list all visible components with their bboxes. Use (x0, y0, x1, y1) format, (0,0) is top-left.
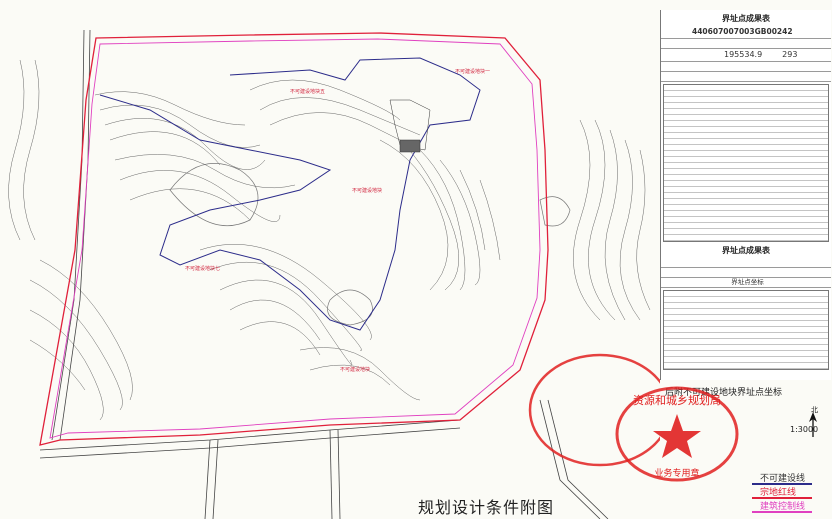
legend-label: 不可建设线 (760, 474, 806, 484)
official-seal: 资源和城乡规划局 业务专用章 (615, 386, 739, 482)
table-row (664, 199, 828, 205)
legend-swatch (752, 497, 812, 499)
table-row (664, 157, 828, 163)
table-row (664, 121, 828, 127)
table-row (664, 345, 828, 351)
table-row (664, 163, 828, 169)
no-build-line (99, 57, 481, 331)
seal-text: 资源和城乡规划局 (633, 393, 721, 407)
table-row (664, 181, 828, 187)
table-row (664, 327, 828, 333)
table-row (664, 297, 828, 303)
parcel-label-5: 不可建设地块五 (290, 89, 326, 95)
north-arrow-icon (809, 412, 817, 437)
area-value: 195534.9 (724, 50, 763, 59)
table-row (664, 85, 828, 91)
table-row (664, 175, 828, 181)
table-row (664, 211, 828, 217)
table-row (664, 139, 828, 145)
area-tail: 293 (782, 50, 798, 59)
table-row (664, 151, 828, 157)
area-row: 195534.9 293 (661, 49, 831, 62)
table-row (664, 309, 828, 315)
owner-row (661, 39, 831, 49)
building-control-line (49, 38, 541, 439)
coordinate-grid-2 (663, 290, 829, 370)
seal-subtext: 业务专用章 (654, 467, 699, 479)
table-row (664, 133, 828, 139)
table-row (664, 145, 828, 151)
parcel-red-line (39, 32, 549, 446)
table-row (664, 109, 828, 115)
legend-label: 宗地红线 (760, 488, 797, 498)
table-row (664, 357, 828, 363)
info-row (661, 72, 831, 82)
table-row (664, 217, 828, 223)
north-label: 北 (811, 406, 818, 414)
legend-swatch (752, 511, 812, 513)
table-row (664, 115, 828, 121)
coordinate-note: 后附不可建设地块界址点坐标 (665, 388, 783, 398)
table-row (664, 169, 828, 175)
topographic-map (8, 29, 660, 519)
seal-ring (528, 353, 660, 467)
map-caption: 规划设计条件附图 (418, 498, 555, 517)
table-row (664, 351, 828, 357)
location-row (661, 62, 831, 72)
structure-blocks (389, 99, 431, 153)
map-scale: 1:3000 (790, 425, 819, 434)
table-row (664, 223, 828, 229)
legend-label: 建筑控制线 (760, 502, 806, 512)
contour-lines (8, 59, 651, 421)
number-row (661, 258, 831, 268)
table-row (664, 193, 828, 199)
table-row (664, 321, 828, 327)
parcel-label-south: 不可建设地块 (340, 367, 371, 373)
table-row (664, 333, 828, 339)
table-row (664, 363, 828, 369)
parcel-label-center: 不可建设地块 (352, 188, 383, 194)
table-row (664, 315, 828, 321)
code-row: 440607007003GB00242 (661, 26, 831, 39)
table-row (664, 229, 828, 235)
table-row (664, 187, 828, 193)
coordinate-tables: 界址点成果表 440607007003GB00242 195534.9 293 界… (660, 10, 831, 380)
table-row (664, 205, 828, 211)
parcel-label-7: 不可建设地块七 (185, 266, 221, 272)
coordinate-grid-1 (663, 84, 829, 242)
road-lines (39, 29, 609, 519)
table-row (664, 291, 828, 297)
owner-row-2 (661, 268, 831, 278)
legend-swatch (752, 483, 812, 485)
table-row (664, 127, 828, 133)
table-row (664, 103, 828, 109)
parcel-label-1: 不可建设地块一 (455, 69, 491, 75)
table-row (664, 235, 828, 241)
table-row (664, 97, 828, 103)
table-row (664, 303, 828, 309)
table-title: 界址点成果表 (722, 14, 770, 23)
table-row (664, 91, 828, 97)
subtable-title: 界址点坐标 (661, 278, 831, 288)
terrain-blobs (169, 163, 571, 326)
table-title-2: 界址点成果表 (722, 246, 770, 255)
parcel-code: 440607007003GB00242 (692, 27, 793, 36)
table-row (664, 339, 828, 345)
